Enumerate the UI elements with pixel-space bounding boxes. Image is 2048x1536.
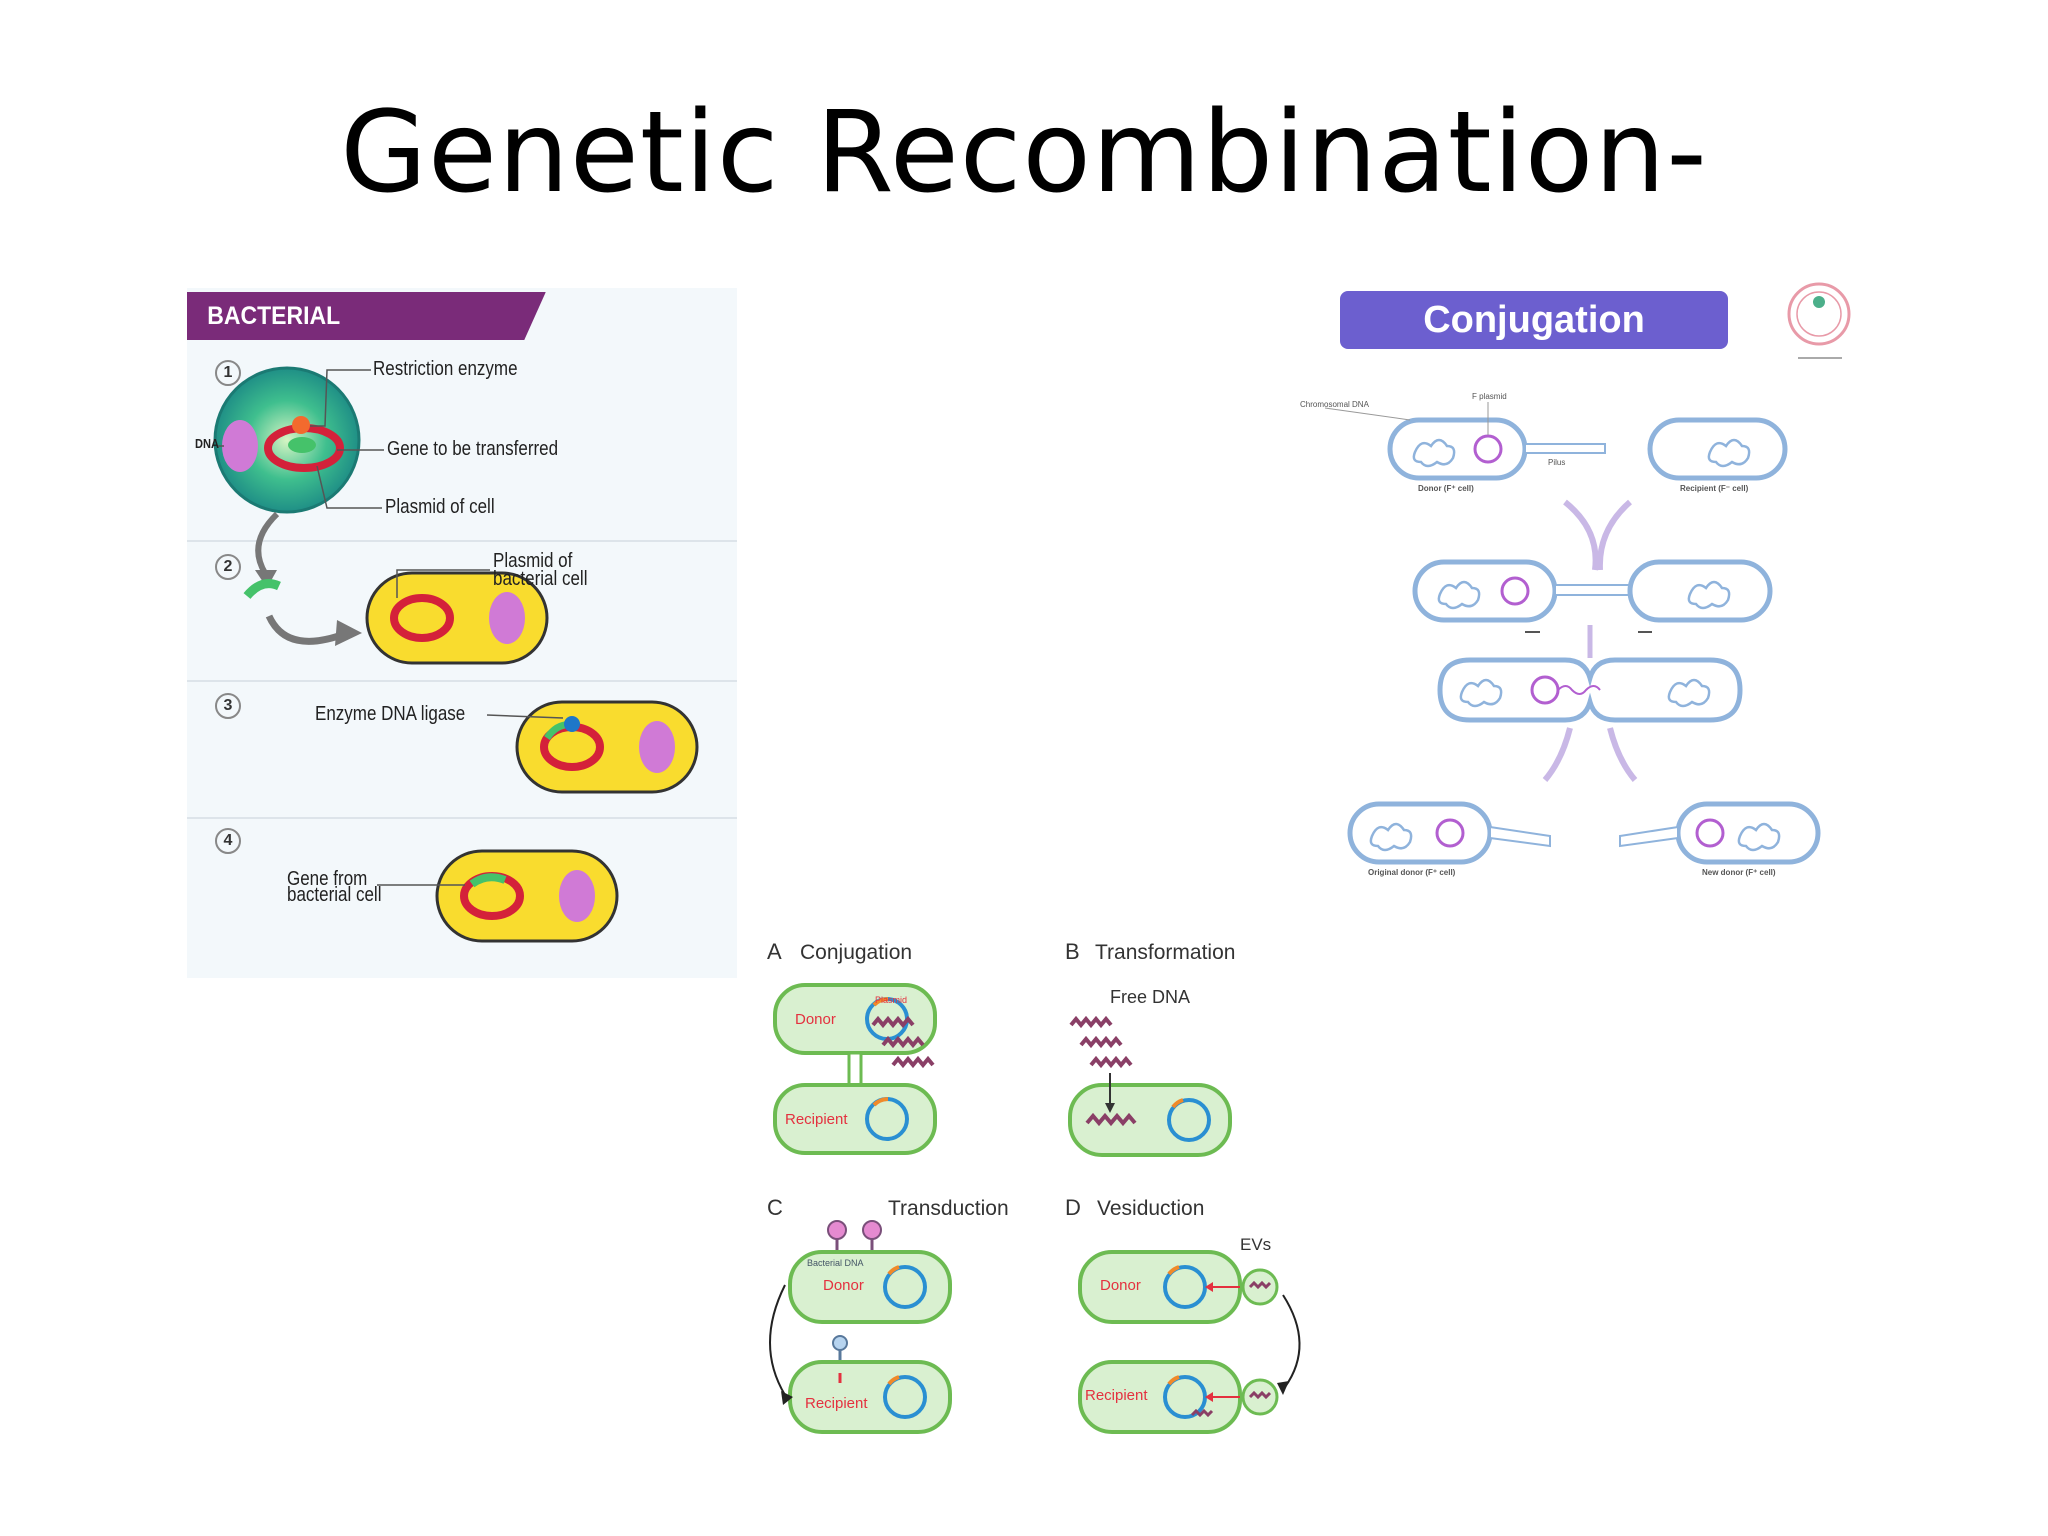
dna-label: DNA [195, 436, 219, 451]
recipient-label: Recipient [785, 1111, 848, 1128]
transduction-title: Transduction [888, 1197, 1009, 1220]
transformation-diagram [187, 366, 737, 943]
panel-letter: D [1065, 1195, 1081, 1220]
conjugation-diagram [1324, 282, 1851, 865]
transformation-title: Transformation [1095, 941, 1236, 964]
panel-letter: A [767, 939, 782, 964]
nucleus [639, 721, 675, 773]
plasmid-ring [390, 594, 454, 642]
panel-letter: B [1065, 939, 1080, 964]
nucleus [489, 592, 525, 644]
plasmid-of-bacterial-cell-label: bacterial cell [493, 568, 588, 590]
enzyme-dna-ligase-label: Enzyme DNA ligase [315, 703, 466, 725]
original-donor-cell [1347, 801, 1551, 865]
pilus-attached-cells [1412, 559, 1773, 633]
bacterial-transformation-figure: BACTERIAL TRANSFORMATION [187, 288, 737, 978]
step-number: 2 [215, 554, 241, 580]
new-donor-cell [1619, 801, 1821, 865]
donor-caption: Donor (F⁺ cell) [1418, 484, 1474, 493]
ligase-marker [564, 716, 580, 732]
transformation-banner: BACTERIAL TRANSFORMATION [187, 292, 546, 340]
recipient-label: Recipient [805, 1395, 868, 1412]
f-plasmid-label: F plasmid [1472, 392, 1507, 401]
slide-title: Genetic Recombination- [340, 88, 1708, 218]
vesiduction-title: Vesiduction [1097, 1197, 1205, 1220]
gene-to-be-transferred-label: Gene to be transferred [387, 438, 559, 460]
gene-transfer-mechanisms-figure: A Conjugation Donor Plasmid Recipient B … [755, 925, 1325, 1445]
new-donor-caption: New donor (F⁺ cell) [1702, 868, 1776, 877]
chromosomal-dna-label: Chromosomal DNA [1300, 400, 1369, 409]
gene-from-bacterial-cell-label: bacterial cell [287, 884, 382, 906]
plasmid-label: Plasmid [875, 995, 908, 1005]
nucleus [559, 870, 595, 922]
publisher-logo [1787, 282, 1851, 359]
conjugation-figure: Conjugation [1300, 280, 1880, 885]
bacterial-dna-label: Bacterial DNA [807, 1258, 864, 1268]
recipient-caption: Recipient (F⁻ cell) [1680, 484, 1749, 493]
vesiduction-cells [1078, 1250, 1301, 1434]
restriction-enzyme-label: Restriction enzyme [373, 358, 518, 380]
transduction-cells [769, 1220, 952, 1434]
gene-from-bacterial-cell-label: Gene from [287, 868, 368, 890]
pilus-label: Pilus [1548, 458, 1566, 467]
mechanisms-diagram [769, 983, 1301, 1434]
conjugation-title: Conjugation [800, 941, 913, 964]
conjugation-banner: Conjugation [1340, 291, 1728, 349]
conjugation-bridge-cells [1437, 657, 1743, 723]
free-dna-label: Free DNA [1110, 987, 1191, 1007]
donor-label: Donor [795, 1011, 836, 1028]
plasmid-of-bacterial-cell-label: Plasmid of [493, 550, 573, 572]
nucleus [222, 420, 258, 472]
process-arrow [255, 511, 280, 575]
donor-cell [213, 366, 361, 514]
donor-label: Donor [1100, 1277, 1141, 1294]
conjugation-cells [773, 983, 937, 1155]
evs-label: EVs [1240, 1235, 1272, 1254]
donor-label: Donor [823, 1277, 864, 1294]
recipient-cell [1647, 417, 1788, 481]
gene-fragment [243, 579, 281, 600]
process-arrow [265, 614, 349, 645]
panel-letter: C [767, 1195, 783, 1220]
restriction-enzyme-marker [292, 416, 310, 434]
gene-segment [288, 437, 316, 453]
original-donor-caption: Original donor (F⁺ cell) [1368, 868, 1456, 877]
recipient-label: Recipient [1085, 1387, 1148, 1404]
step-number: 3 [215, 693, 241, 719]
donor-cell [1387, 417, 1606, 481]
plasmid-of-cell-label: Plasmid of cell [385, 496, 495, 518]
step-number: 4 [215, 828, 241, 854]
step-number: 1 [215, 360, 241, 386]
transformation-cell [871, 1015, 1232, 1157]
